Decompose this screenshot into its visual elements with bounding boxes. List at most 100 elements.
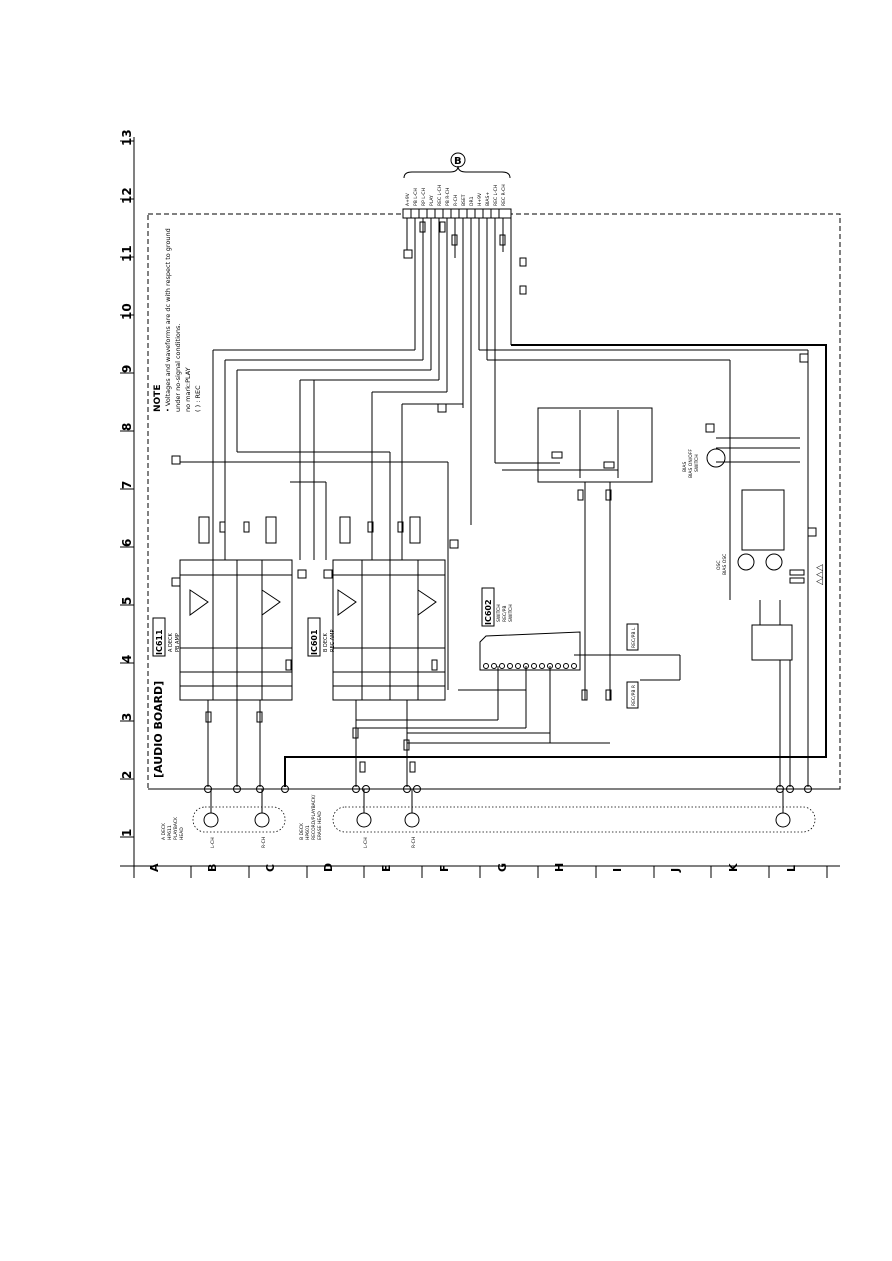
row-label: B [206,864,219,872]
ic602-block: IC602 SWITCH REC/PB SWITCH [479,587,581,671]
pin-label: REC R-CH [501,184,507,206]
col-label: 5 [120,597,134,605]
ic611-label-box [152,617,166,657]
ic601-label-box [307,617,321,657]
col-label: 1 [120,829,134,837]
head-coil-symbol [203,812,219,828]
pin-label: REC L-CH [437,185,443,206]
ic611-desc: PB AMP [175,633,181,652]
bias-label: SWITCH [694,454,700,472]
pin-label: PLAY [429,195,435,206]
ic602-desc: REC/PB [502,606,508,622]
grid-row-labels: A B C D E F G H I J K L [148,863,798,873]
test-point-boxes [171,249,817,587]
head-coil-symbol [404,812,420,828]
ic601-ref: IC601 [310,629,319,655]
ic611-desc: A DECK [168,632,174,652]
col-label: 11 [120,245,134,262]
pin-label: DR1 [469,196,475,206]
head-caption: PLAYBACK [173,816,179,840]
ic611-block: IC611 A DECK PB AMP [152,516,293,701]
col-label: 13 [120,129,134,146]
col-label: 2 [120,771,134,779]
col-label: 10 [120,303,134,320]
note-line: ( ) : REC [194,385,202,412]
ic601-block: IC601 B DECK REC AMP [307,516,446,701]
bias-label: OSC [716,560,722,570]
pin-label: PB L-CH [413,188,419,206]
ic602-desc: SWITCH [508,604,514,622]
head-coil-symbol [254,812,270,828]
op-amp-symbol [417,589,437,616]
pin-label: BIAS+ [485,192,491,206]
row-label: K [727,863,740,872]
col-label: 6 [120,539,134,547]
head-caption: ERASE HEAD [317,811,323,840]
op-amp-symbol [261,589,281,616]
col-label: 3 [120,713,134,721]
note-line: under no-signal conditions. [174,324,182,412]
grid-frame [120,137,840,878]
pin-label: REC L-CH [493,185,499,206]
component-marks [205,221,805,773]
bias-label: BIAS ON/OFF [688,449,694,478]
pin-label: BSET [461,194,467,206]
connector-b-ref: B [454,156,462,167]
grid-column-labels: 1 2 3 4 5 6 7 8 9 10 11 12 13 [120,129,134,837]
col-label: 9 [120,365,134,373]
note-line: no mark:PLAY [184,367,192,412]
row-label: F [438,864,451,872]
head-caption: HP601 [305,825,311,840]
bias-label: BIAS [682,462,688,472]
head-label: L-CH [210,837,216,848]
ic602-desc: SWITCH [496,604,502,622]
bias-label: BIAS OSC [722,554,728,575]
head-label: R-CH [411,837,417,848]
rec-pb-switches: REC/PB L REC/PB R [626,623,639,709]
row-label: L [785,865,798,872]
pin-label: RP L-CH [421,188,427,206]
rec-pb-r-label: REC/PB R [631,685,637,706]
op-amp-symbol [189,589,209,616]
col-label: 7 [120,481,134,489]
head-labels: A DECK HP611 PLAYBACK HEAD L-CH R-CH B D… [161,794,417,848]
connector-pin-labels: A+9V PB L-CH RP L-CH PLAY REC L-CH PB R-… [405,184,507,206]
erase-head-symbol [775,812,791,828]
head-caption: B DECK [299,822,305,840]
bias-labels: BIAS BIAS ON/OFF SWITCH OSC BIAS OSC △△△ [682,449,825,585]
note-line: • Voltages and waveforms are dc with res… [164,228,172,412]
transistor-symbol [706,448,726,468]
transistor-symbol [765,553,783,571]
signal-wiring [180,218,827,787]
row-label: I [611,868,624,872]
row-label: J [669,868,682,873]
pin-label: PB R-CH [445,188,451,206]
col-label: 8 [120,423,134,431]
head-label: R-CH [261,837,267,848]
head-caption: HP611 [167,825,173,840]
head-connections [148,785,840,833]
ic601-desc: B DECK [323,632,329,652]
note-title: NOTE [153,385,163,412]
row-label: H [553,863,566,872]
head-caption: A DECK [161,822,167,840]
head-caption: RECORD/PLAYBACK/ [311,794,317,840]
col-label: 12 [120,187,134,204]
pin-label: H+9V [477,192,483,206]
note-block: NOTE • Voltages and waveforms are dc wit… [153,228,202,412]
ic611-ref: IC611 [155,629,164,655]
board-title: [AUDIO BOARD] [152,681,165,778]
connector-b: B [402,152,512,219]
op-amp-symbol [337,589,357,616]
row-label: E [380,864,393,872]
ic602-label-box [481,587,495,627]
pin-label: R-CH [453,195,459,206]
col-label: 4 [120,655,134,663]
row-label: D [322,863,335,872]
bias-transformer [751,624,793,661]
row-label: A [148,863,161,872]
head-coil-symbol [356,812,372,828]
ic602-ref: IC602 [484,599,493,625]
row-label: C [264,864,277,872]
